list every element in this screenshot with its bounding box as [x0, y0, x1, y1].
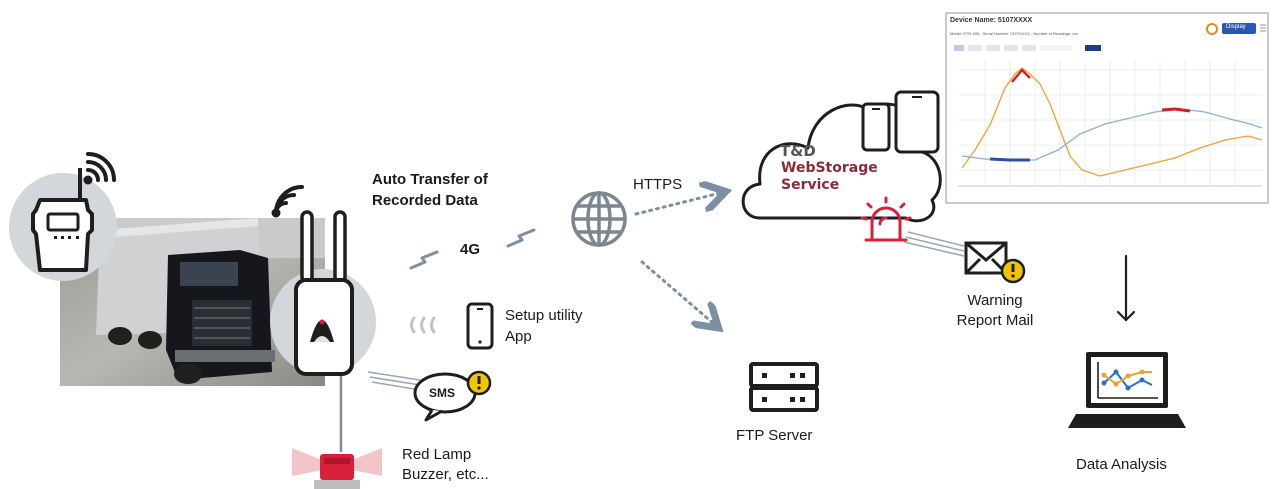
- logger-wireless-icon: [83, 152, 116, 185]
- data-logger-icon: [9, 168, 117, 281]
- warning-mail-line-1: Warning: [967, 292, 1023, 309]
- setup-app-label: Setup utility App: [505, 305, 583, 347]
- mail-icon: [964, 241, 1008, 275]
- network-4g-label: 4G: [460, 241, 481, 258]
- laptop-icon: [1068, 352, 1186, 428]
- screenshot-display-button[interactable]: Display: [1226, 24, 1246, 30]
- screenshot-info-line: Model: RTR-505 , Serial Number: 5107XXXX…: [950, 31, 1079, 36]
- red-lamp-label: Red Lamp Buzzer, etc...: [402, 445, 489, 485]
- sms-warning-icon: [466, 370, 492, 396]
- warning-mail-label: Warning Report Mail: [943, 291, 1047, 331]
- screenshot-device-name: Device Name: 5107XXXX: [950, 17, 1033, 24]
- globe-icon: [571, 191, 627, 247]
- cloud-td-label: T&D: [780, 142, 816, 160]
- cloud-webstorage-label: WebStorage: [781, 160, 878, 176]
- auto-transfer-line-1: Auto Transfer of: [372, 171, 488, 188]
- red-lamp-icon: [292, 448, 382, 489]
- mail-warning-icon: [1000, 258, 1026, 284]
- gateway-wireless-icon: [271, 185, 304, 218]
- down-arrow: [1116, 254, 1136, 322]
- red-lamp-line-1: Red Lamp: [402, 446, 472, 463]
- cloud-service-label: Service: [781, 177, 840, 193]
- truck-photo: [60, 218, 325, 386]
- alarm-light-icon: [860, 196, 912, 242]
- auto-transfer-label: Auto Transfer of Recorded Data: [372, 169, 488, 211]
- setup-app-line-2: App: [505, 328, 532, 345]
- sms-label: SMS: [429, 386, 456, 400]
- webstorage-screenshot: [945, 12, 1269, 204]
- dotted-arrows: [634, 193, 720, 324]
- sms-signal-lines: [367, 371, 421, 391]
- https-label: HTTPS: [633, 176, 683, 193]
- ftp-server-label: FTP Server: [736, 427, 813, 444]
- short-range-waves: [410, 316, 436, 334]
- data-analysis-label: Data Analysis: [1076, 456, 1167, 473]
- gateway-device-icon: [270, 210, 376, 376]
- sms-bubble-icon: [413, 372, 477, 422]
- auto-transfer-line-2: Recorded Data: [372, 192, 478, 209]
- mail-signal-lines: [903, 231, 965, 257]
- cellular-link: [409, 228, 536, 270]
- cloud-devices-icon: [861, 90, 940, 154]
- warning-mail-line-2: Report Mail: [956, 312, 1034, 329]
- ftp-server-icon: [749, 362, 819, 412]
- setup-app-line-1: Setup utility: [505, 307, 583, 324]
- smartphone-icon: [466, 302, 494, 350]
- red-lamp-line-2: Buzzer, etc...: [402, 466, 489, 483]
